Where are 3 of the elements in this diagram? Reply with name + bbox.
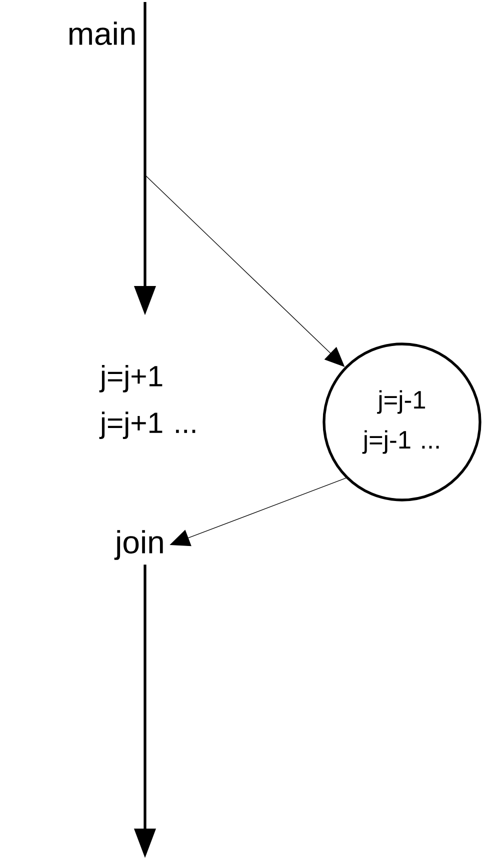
statement-list: j=j+1 j=j+1 ... — [99, 365, 196, 439]
edge-label: main — [70, 22, 135, 46]
join-label: join — [114, 530, 163, 560]
